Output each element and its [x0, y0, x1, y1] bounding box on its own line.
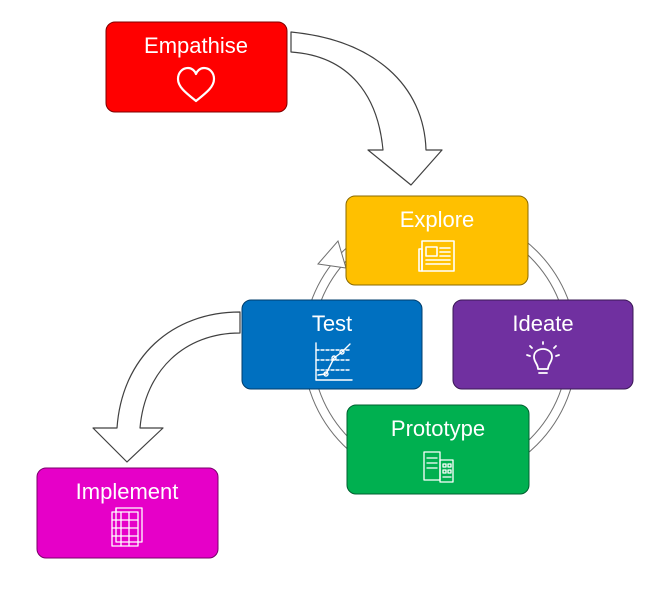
test-box	[241, 299, 423, 390]
prototype-box	[346, 404, 530, 495]
arrow-empathise-to-explore	[290, 31, 443, 186]
implement-box	[36, 467, 219, 559]
implement-label: Implement	[76, 479, 179, 504]
newspaper-icon	[418, 240, 455, 272]
stage-test: Test	[241, 299, 423, 390]
explore-label: Explore	[400, 207, 475, 232]
test-label: Test	[312, 311, 352, 336]
stage-empathise: Empathise	[105, 21, 288, 113]
line-chart-icon	[315, 342, 353, 381]
ideate-label: Ideate	[512, 311, 573, 336]
spreadsheet-icon	[111, 507, 143, 547]
empathise-label: Empathise	[144, 33, 248, 58]
arrow-test-to-implement	[92, 311, 241, 463]
stage-ideate: Ideate	[452, 299, 634, 390]
documents-icon	[423, 451, 454, 483]
empathise-box	[105, 21, 288, 113]
lightbulb-icon	[526, 341, 560, 374]
prototype-label: Prototype	[391, 416, 485, 441]
stage-explore: Explore	[345, 195, 529, 286]
stage-prototype: Prototype	[346, 404, 530, 495]
heart-icon	[176, 66, 216, 103]
cycle-arrowhead	[317, 239, 347, 269]
stage-implement: Implement	[36, 467, 219, 559]
